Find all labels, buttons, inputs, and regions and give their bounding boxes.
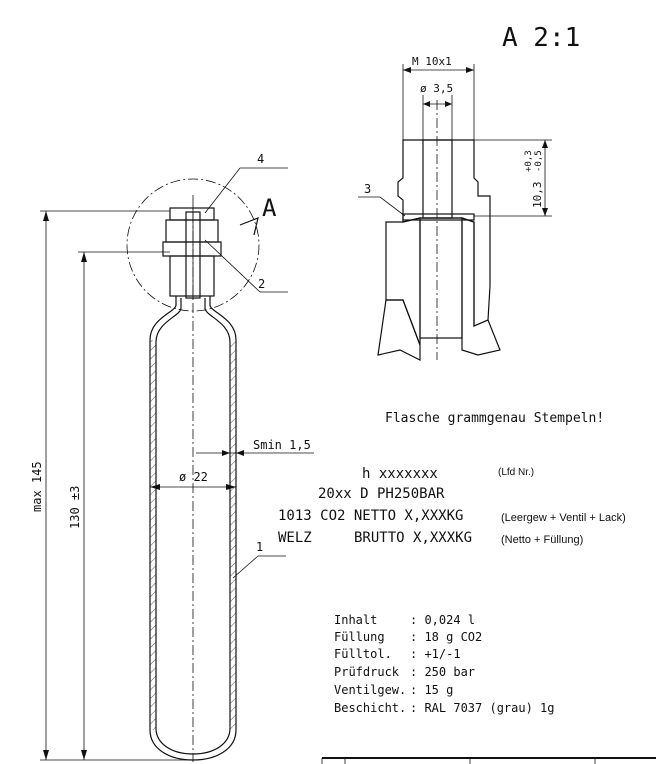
- dim-wall: Smin 1,5: [253, 438, 311, 452]
- spec-label: Prüfdruck: [334, 665, 400, 679]
- detail-tol-lower: -0,5: [534, 150, 544, 172]
- stamp-line-3-note: (Leergew + Ventil + Lack): [501, 512, 626, 524]
- stamp-note: Flasche grammgenau Stempeln!: [385, 411, 604, 426]
- stamp-line-1-note: (Lfd Nr.): [498, 467, 534, 478]
- detail-thread: M 10x1: [412, 55, 452, 68]
- valve-assembly: [162, 205, 222, 300]
- spec-list: Inhalt : 0,024 l Füllung : 18 g CO2 Füll…: [334, 613, 555, 715]
- detail-height: 10,3: [531, 182, 544, 209]
- stamp-line-4-maker: WELZ: [278, 530, 312, 546]
- spec-value: : 250 bar: [410, 665, 475, 679]
- spec-value: : RAL 7037 (grau) 1g: [410, 701, 555, 715]
- spec-value: : 0,024 l: [410, 613, 475, 627]
- item-2-label: 2: [258, 277, 265, 291]
- stamp-line-3: 1013 CO2 NETTO X,XXXKG: [278, 508, 463, 524]
- detail-seal: [402, 213, 475, 221]
- right-wall-hatch: [230, 340, 236, 730]
- detail-cylinder-neck: [377, 299, 421, 361]
- stamp-block: h xxxxxxx (Lfd Nr.) 20xx D PH250BAR 1013…: [278, 466, 626, 546]
- detail-title: A 2:1: [502, 23, 580, 53]
- cylinder-inner-wall: [155, 298, 231, 755]
- dim-diameter: ø 22: [179, 470, 208, 484]
- stamp-line-1: h xxxxxxx: [362, 466, 438, 482]
- stamp-line-4-note: (Netto + Füllung): [501, 534, 583, 546]
- spec-label: Fülltol.: [334, 647, 392, 661]
- detail-view: A 2:1 M 10x1 ø 3,5 10,3 +0,3 -0,5: [358, 23, 580, 361]
- spec-value: : +1/-1: [410, 647, 461, 661]
- dim-length: 130 ±3: [68, 486, 82, 529]
- spec-label: Inhalt: [334, 613, 377, 627]
- detail-valve-body: [397, 139, 491, 327]
- left-wall-hatch: [150, 340, 156, 730]
- item-1-label: 1: [256, 540, 263, 554]
- spec-label: Ventilgew.: [334, 683, 406, 697]
- stamp-line-2: 20xx D PH250BAR: [318, 486, 445, 502]
- item-4-label: 4: [257, 152, 264, 166]
- view-marker-a: A: [262, 194, 277, 222]
- spec-value: : 18 g CO2: [410, 630, 482, 644]
- spec-label: Beschicht.: [334, 701, 406, 715]
- stamp-line-4: BRUTTO X,XXXKG: [354, 530, 472, 546]
- detail-tol-upper: +0,3: [524, 150, 534, 172]
- detail-item-3: 3: [364, 182, 371, 196]
- spec-value: : 15 g: [410, 683, 453, 697]
- detail-bore: ø 3,5: [420, 82, 453, 95]
- spec-label: Füllung: [334, 630, 385, 644]
- view-a-arrow: [239, 217, 259, 236]
- title-block-edge: [321, 757, 656, 764]
- detail-circle-a: [126, 178, 260, 312]
- cylinder-view: A 4 2 1 max 145 130 ±3 ø 22 Smin 1,5: [30, 152, 314, 762]
- dim-max-length: max 145: [30, 461, 44, 512]
